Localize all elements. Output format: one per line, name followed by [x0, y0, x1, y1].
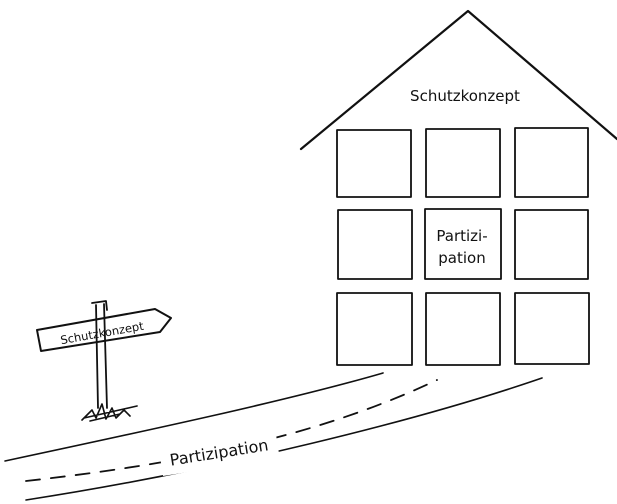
house-window — [336, 129, 412, 198]
road-edge-top — [4, 372, 384, 462]
signpost-pole-cap — [91, 300, 108, 311]
house-window — [425, 292, 501, 366]
house-window — [514, 127, 589, 198]
house-window — [337, 209, 413, 280]
center-window-label-line1: Partizi- — [436, 227, 487, 245]
house-roof — [299, 9, 617, 151]
house-window — [514, 292, 590, 365]
house-window — [336, 292, 413, 366]
road-edge-bottom — [25, 377, 543, 501]
house-window-center — [424, 208, 502, 280]
signpost: Schutzkonzept — [36, 300, 172, 422]
house-window — [514, 209, 589, 280]
roof-label: Schutzkonzept — [410, 87, 520, 105]
signpost-arrow-sign — [36, 308, 172, 352]
road: Partizipation — [4, 372, 543, 501]
signpost-pole-right — [103, 303, 108, 409]
road-label-gap — [158, 427, 280, 477]
signpost-pole-left — [95, 304, 99, 409]
road-center-dashes — [25, 379, 438, 482]
house: Schutzkonzept Partizi- pation — [299, 9, 617, 366]
signpost-grass — [81, 403, 138, 422]
center-window-label-line2: pation — [438, 249, 485, 267]
house-window — [425, 128, 501, 198]
